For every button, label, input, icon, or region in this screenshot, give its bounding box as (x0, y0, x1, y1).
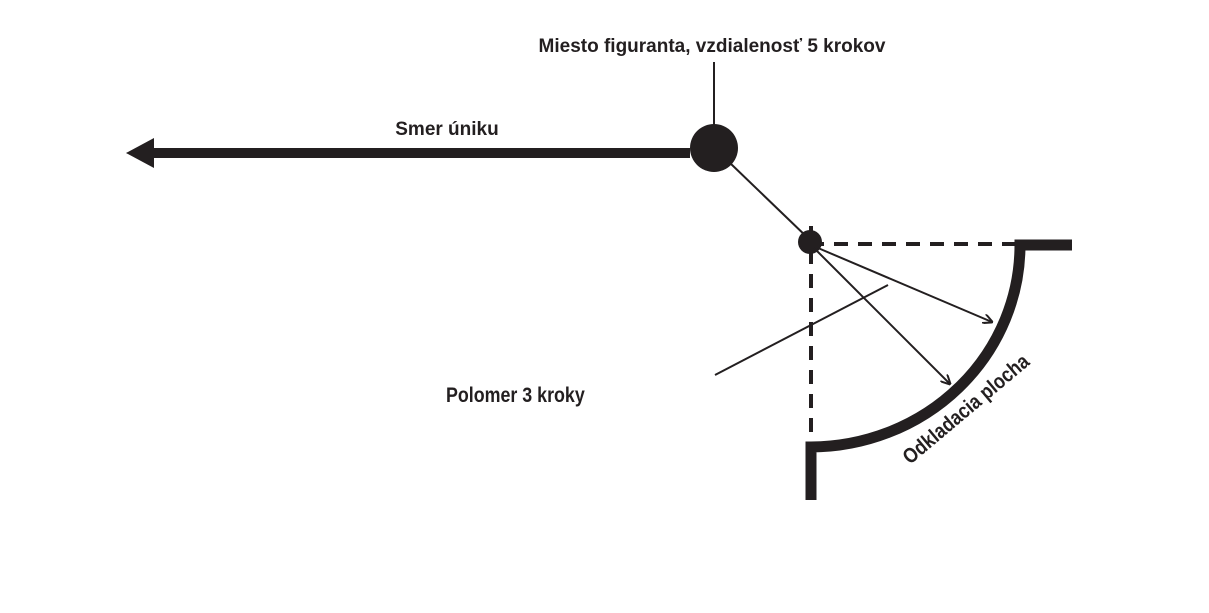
drop-area-label: Odkladacia plocha (898, 350, 1034, 470)
escape-arrow-shaft (150, 148, 690, 158)
escape-direction-label: Smer úniku (395, 119, 498, 140)
figurant-to-center-line (729, 162, 811, 241)
drop-area-boundary (805, 239, 1072, 500)
escape-arrowhead (126, 138, 154, 168)
center-dot (798, 230, 822, 254)
radius-arrow-1 (817, 247, 992, 322)
radius-leader-line (714, 284, 889, 376)
figurant-position-label: Miesto figuranta, vzdialenosť 5 krokov (539, 36, 886, 57)
radius-label: Polomer 3 kroky (446, 384, 585, 408)
radius-arrow-2 (813, 247, 950, 384)
figurant-dot (690, 124, 738, 172)
